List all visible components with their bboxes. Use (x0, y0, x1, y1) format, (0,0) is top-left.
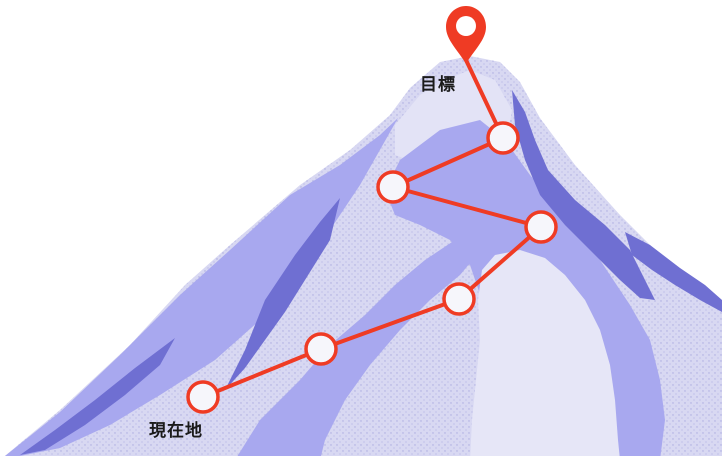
map-pin-icon (446, 6, 486, 64)
waypoint-1 (186, 380, 220, 414)
snow-patch (470, 250, 620, 460)
waypoints (186, 121, 558, 414)
mountain-band-center (235, 222, 500, 460)
waypoint-4 (524, 210, 558, 244)
current-location-label: 現在地 (149, 421, 203, 441)
mountain-shadow-far-right (625, 232, 722, 312)
mountain-ridge-left (0, 118, 398, 460)
mountain-shadow-left-lower (20, 338, 175, 455)
mountain-shadow-left (225, 198, 340, 390)
mountain-shadow-right (512, 90, 655, 300)
waypoint-3 (442, 282, 476, 316)
waypoint-5 (376, 170, 410, 204)
waypoint-2 (304, 332, 338, 366)
goal-label: 目標 (420, 75, 456, 95)
waypoint-6 (486, 121, 520, 155)
ground (0, 456, 722, 466)
